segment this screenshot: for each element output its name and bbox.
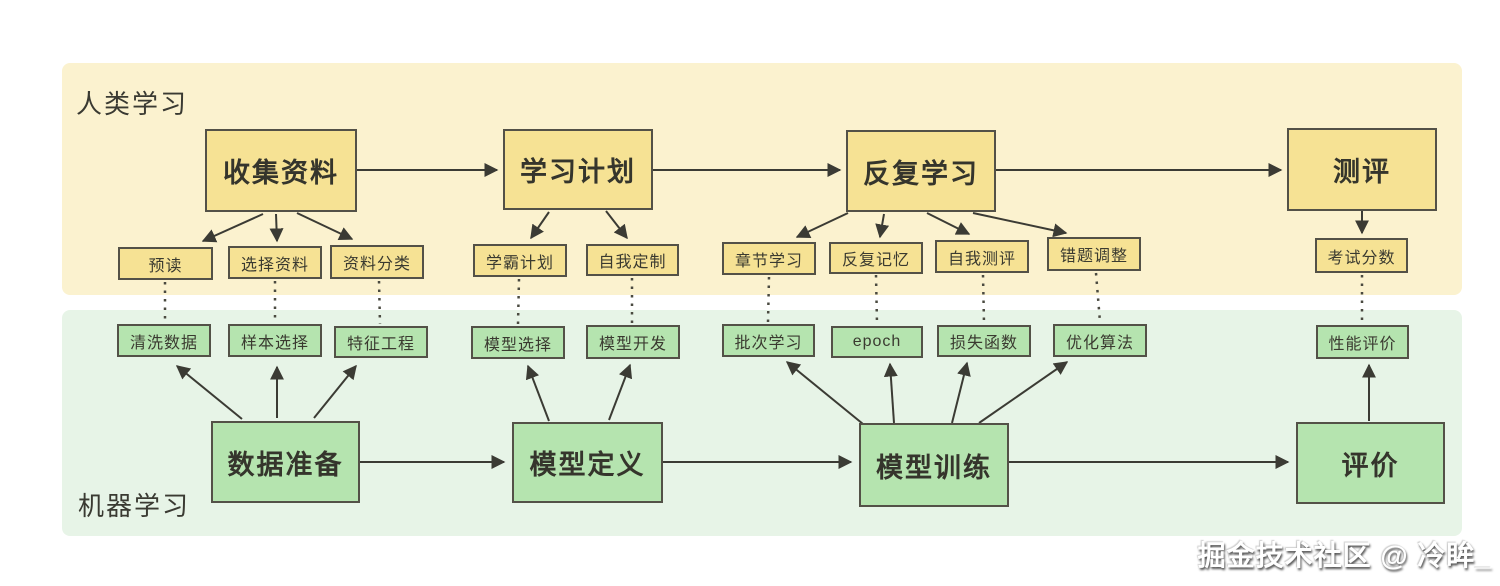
machine-sub-batch-learning: 批次学习 — [722, 324, 815, 357]
machine-learning-label: 机器学习 — [78, 491, 191, 521]
machine-sub-optimization-algorithm: 优化算法 — [1053, 324, 1147, 357]
human-sub-exam-score: 考试分数 — [1315, 238, 1408, 273]
watermark-text: 掘金技术社区 @ 冷眸_ — [1197, 540, 1492, 571]
machine-sub-model-selection: 模型选择 — [471, 326, 565, 359]
human-step-evaluation: 测评 — [1287, 128, 1437, 211]
machine-step-model-training: 模型训练 — [859, 423, 1009, 507]
machine-step-evaluation: 评价 — [1296, 422, 1445, 504]
human-learning-label: 人类学习 — [76, 89, 189, 119]
machine-sub-model-development: 模型开发 — [586, 325, 680, 359]
machine-sub-clean-data: 清洗数据 — [117, 324, 211, 357]
human-sub-chapter-study: 章节学习 — [722, 242, 816, 275]
machine-step-data-preparation: 数据准备 — [211, 421, 360, 503]
human-sub-self-customize: 自我定制 — [586, 244, 679, 276]
human-step-study-plan: 学习计划 — [503, 129, 653, 210]
machine-sub-performance-evaluation: 性能评价 — [1316, 325, 1409, 359]
human-sub-top-student-plan: 学霸计划 — [473, 244, 567, 277]
machine-sub-epoch: epoch — [831, 326, 923, 358]
machine-sub-feature-engineering: 特征工程 — [334, 326, 428, 358]
human-step-repeated-study: 反复学习 — [846, 130, 996, 212]
machine-step-model-definition: 模型定义 — [512, 422, 663, 503]
human-sub-classify-materials: 资料分类 — [330, 245, 424, 279]
human-sub-select-materials: 选择资料 — [228, 246, 322, 279]
human-step-collect-materials: 收集资料 — [205, 129, 357, 212]
human-sub-repeat-memorize: 反复记忆 — [829, 242, 923, 274]
human-sub-preread: 预读 — [118, 247, 213, 280]
machine-sub-loss-function: 损失函数 — [937, 325, 1031, 357]
human-sub-error-adjust: 错题调整 — [1047, 237, 1141, 271]
human-sub-self-test: 自我测评 — [935, 240, 1029, 273]
machine-sub-sample-selection: 样本选择 — [228, 324, 322, 357]
